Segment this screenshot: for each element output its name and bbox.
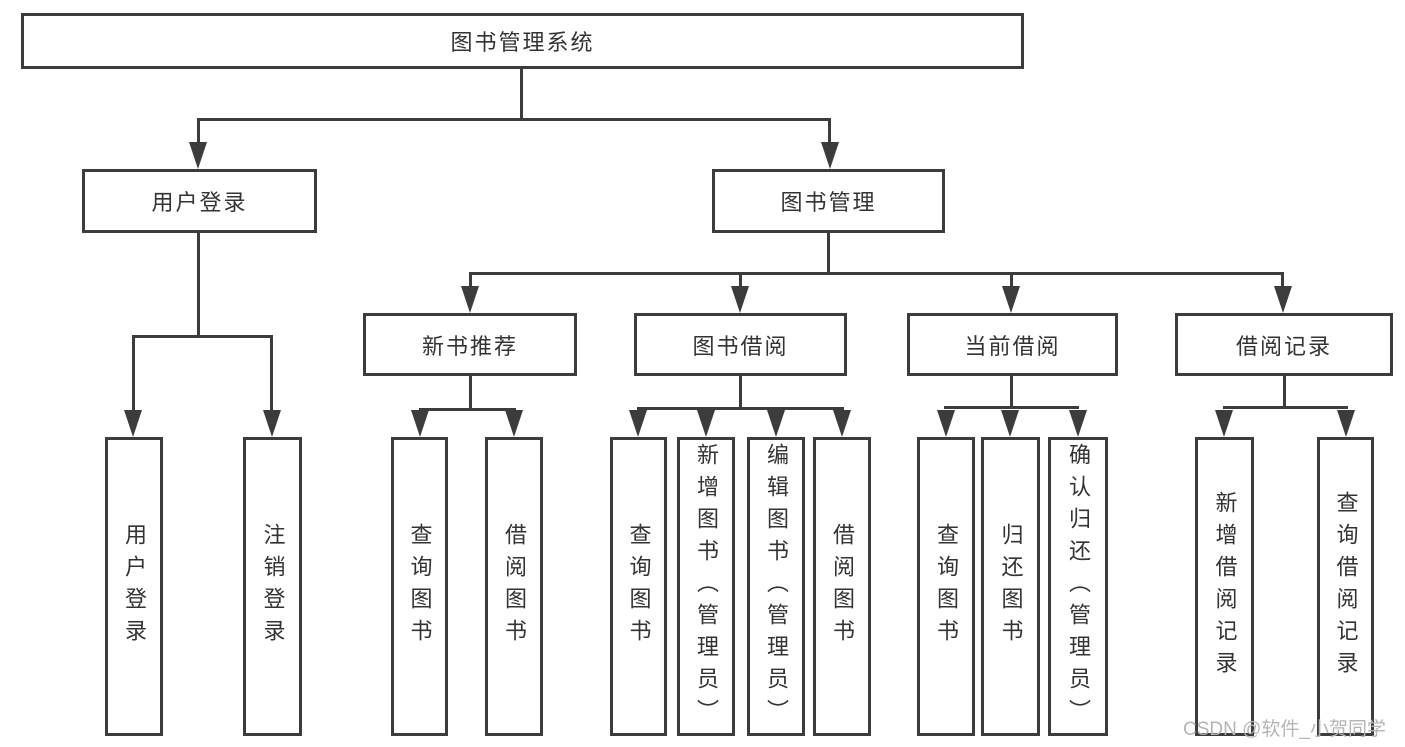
leaf-cb-query-books: 查询图书 <box>917 437 975 736</box>
arrowhead-br-query <box>1337 410 1355 437</box>
leaf-logout: 注销登录 <box>243 437 302 736</box>
connector-root-stem <box>520 69 523 118</box>
leaf-bb-query-books: 查询图书 <box>610 437 667 736</box>
arrowhead-login-leaf <box>124 410 142 437</box>
arrowhead-bb-query <box>629 410 647 437</box>
arrowhead-borrow-records <box>1274 286 1292 313</box>
leaf-bb-query-books-label: 查询图书 <box>626 522 652 651</box>
leaf-br-add-record-label: 新增借阅记录 <box>1212 490 1238 683</box>
leaf-cb-query-books-label: 查询图书 <box>934 522 959 651</box>
leaf-user-login: 用户登录 <box>105 437 163 736</box>
arrowhead-current-borrow <box>1002 286 1020 313</box>
node-user-login: 用户登录 <box>82 169 317 233</box>
node-new-books: 新书推荐 <box>363 313 577 376</box>
leaf-bb-add-books-admin-label: 新增图书（管理员） <box>694 442 719 731</box>
connector-drop-logout-leaf <box>270 335 273 412</box>
connector-new-books-bus <box>419 408 516 411</box>
leaf-bb-borrow-books-label: 借阅图书 <box>830 522 855 651</box>
leaf-nb-query-books-label: 查询图书 <box>407 522 433 651</box>
arrowhead-br-add <box>1215 410 1233 437</box>
node-root: 图书管理系统 <box>21 13 1024 69</box>
arrowhead-nb-borrow <box>505 410 523 437</box>
node-book-management-label: 图书管理 <box>780 190 877 215</box>
connector-borrow-records-bus <box>1223 406 1348 409</box>
watermark: CSDN @软件_小贺同学 <box>1183 719 1386 740</box>
connector-root-bus <box>197 118 831 121</box>
leaf-br-add-record: 新增借阅记录 <box>1195 437 1254 736</box>
connector-drop-new-books <box>469 272 472 288</box>
connector-current-borrow-stem <box>1010 376 1013 409</box>
arrowhead-cb-query <box>937 410 955 437</box>
arrowhead-book-mgmt <box>821 142 839 169</box>
connector-book-mgmt-stem <box>827 233 830 272</box>
connector-drop-current-borrow <box>1010 272 1013 288</box>
arrowhead-book-borrow <box>731 286 749 313</box>
arrowhead-new-books <box>461 286 479 313</box>
leaf-nb-borrow-books: 借阅图书 <box>485 437 543 736</box>
arrowhead-bb-borrow <box>833 410 851 437</box>
connector-new-books-stem <box>469 376 472 411</box>
arrowhead-cb-return <box>1001 410 1019 437</box>
node-user-login-label: 用户登录 <box>151 190 248 215</box>
node-current-borrow-label: 当前借阅 <box>964 333 1061 359</box>
node-book-management: 图书管理 <box>712 169 945 233</box>
leaf-logout-label: 注销登录 <box>260 522 286 651</box>
node-book-borrow-label: 图书借阅 <box>692 333 789 359</box>
node-new-books-label: 新书推荐 <box>421 333 518 359</box>
connector-drop-borrow-records <box>1281 272 1284 288</box>
leaf-bb-borrow-books: 借阅图书 <box>813 437 871 736</box>
leaf-nb-query-books: 查询图书 <box>391 437 448 736</box>
connector-user-login-stem <box>197 233 200 335</box>
connector-current-borrow-bus <box>944 406 1079 409</box>
leaf-br-query-record-label: 查询借阅记录 <box>1333 490 1359 683</box>
node-borrow-records-label: 借阅记录 <box>1235 333 1332 359</box>
leaf-bb-add-books-admin: 新增图书（管理员） <box>677 437 735 736</box>
leaf-cb-confirm-return-admin: 确认归还（管理员） <box>1048 437 1108 736</box>
connector-drop-login-leaf <box>132 335 135 412</box>
leaf-br-query-record: 查询借阅记录 <box>1317 437 1374 736</box>
arrowhead-bb-edit <box>767 410 785 437</box>
connector-borrow-records-stem <box>1283 376 1286 409</box>
connector-book-mgmt-bus <box>469 272 1284 275</box>
connector-drop-book-borrow <box>739 272 742 288</box>
arrowhead-nb-query <box>411 410 429 437</box>
arrowhead-bb-add <box>697 410 715 437</box>
node-borrow-records: 借阅记录 <box>1175 313 1393 376</box>
arrowhead-cb-confirm <box>1069 410 1087 437</box>
leaf-cb-confirm-return-admin-label: 确认归还（管理员） <box>1066 442 1091 731</box>
connector-user-login-bus <box>132 335 273 338</box>
arrowhead-user-login <box>189 142 207 169</box>
leaf-bb-edit-books-admin: 编辑图书（管理员） <box>747 437 805 736</box>
node-root-label: 图书管理系统 <box>450 30 595 55</box>
connector-drop-user-login <box>197 118 200 144</box>
connector-book-borrow-stem <box>739 376 742 410</box>
connector-book-borrow-bus <box>637 407 844 410</box>
connector-drop-book-mgmt <box>828 118 831 144</box>
leaf-cb-return-books-label: 归还图书 <box>998 522 1024 651</box>
arrowhead-logout-leaf <box>263 410 281 437</box>
leaf-user-login-label: 用户登录 <box>122 522 147 651</box>
leaf-cb-return-books: 归还图书 <box>981 437 1040 736</box>
node-current-borrow: 当前借阅 <box>907 313 1118 376</box>
leaf-nb-borrow-books-label: 借阅图书 <box>502 522 527 651</box>
leaf-bb-edit-books-admin-label: 编辑图书（管理员） <box>764 442 789 731</box>
node-book-borrow: 图书借阅 <box>634 313 847 376</box>
